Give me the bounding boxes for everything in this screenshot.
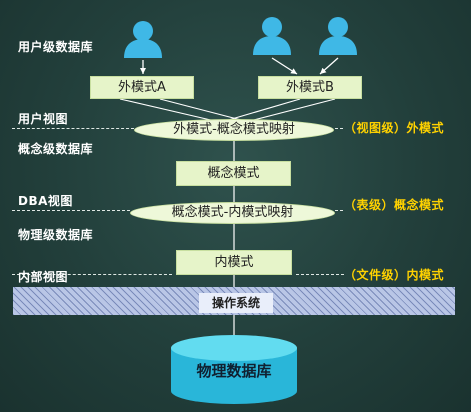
link-external-b-right — [249, 98, 336, 122]
internal-view-separator-right — [296, 274, 344, 275]
external-schema-a: 外模式A — [90, 76, 194, 99]
physical-database-label: 物理数据库 — [196, 362, 272, 380]
file-level-label: （文件级）内模式 — [344, 268, 445, 282]
user-icon — [253, 17, 291, 55]
internal-schema: 内模式 — [176, 250, 292, 275]
internal-view-label: 内部视图 — [18, 270, 69, 284]
operating-system-label: 操作系统 — [199, 293, 273, 313]
physical-db-label: 物理级数据库 — [18, 228, 94, 242]
concept-db-label: 概念级数据库 — [18, 142, 94, 156]
dba-view-separator-right — [335, 210, 343, 211]
table-level-label: （表级）概念模式 — [344, 198, 445, 212]
dba-view-label: DBA视图 — [18, 194, 73, 208]
link-external-b-left — [224, 98, 301, 122]
user-view-separator-right — [335, 128, 343, 129]
view-level-label: （视图级）外模式 — [344, 121, 445, 135]
conceptual-schema: 概念模式 — [176, 161, 291, 186]
user-view-separator — [12, 128, 134, 129]
user-icon — [124, 21, 162, 58]
user-icon — [319, 17, 357, 55]
internal-view-separator — [12, 274, 172, 275]
arrow-user3-to-external-b — [319, 57, 339, 75]
link-external-a-right — [159, 98, 246, 122]
link-external-a-left — [119, 98, 216, 122]
concept-internal-mapping: 概念模式-内模式映射 — [130, 202, 335, 224]
database-cylinder-icon — [171, 335, 297, 404]
dba-view-separator — [12, 210, 130, 211]
external-concept-mapping: 外模式-概念模式映射 — [134, 119, 334, 141]
arrow-user2-to-external-b — [271, 57, 298, 75]
external-schema-b: 外模式B — [258, 76, 362, 99]
user-view-label: 用户视图 — [18, 112, 69, 126]
user-db-label: 用户级数据库 — [18, 40, 94, 54]
